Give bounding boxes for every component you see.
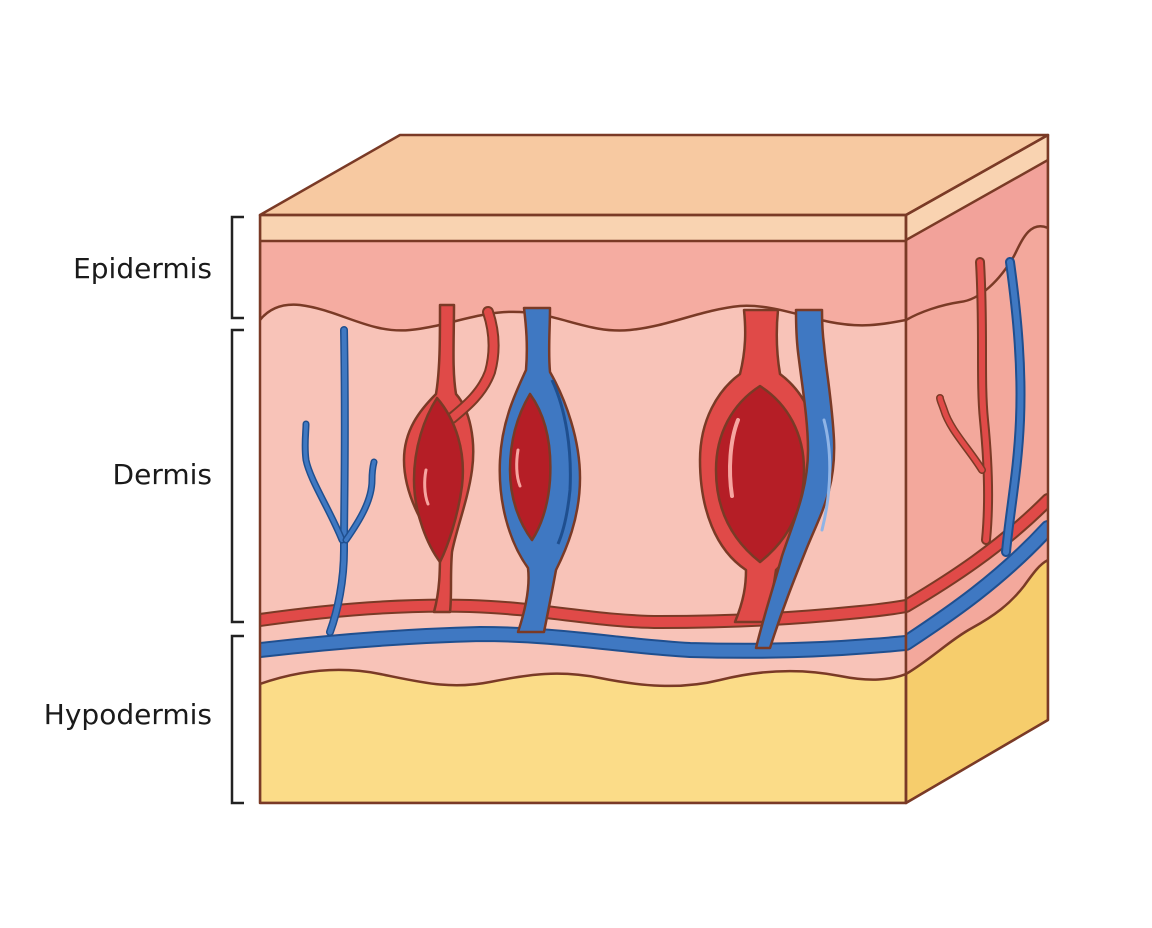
stratum-corneum-band bbox=[260, 215, 906, 243]
dermis-label: Dermis bbox=[113, 458, 212, 491]
hypodermis-layer bbox=[260, 668, 906, 803]
vein-vessel-2 bbox=[498, 306, 582, 634]
epidermis-layer bbox=[260, 215, 906, 332]
epidermis-label: Epidermis bbox=[73, 252, 212, 285]
hypodermis-label: Hypodermis bbox=[44, 698, 212, 731]
artery-vessel-1 bbox=[402, 303, 500, 614]
side-face bbox=[906, 135, 1048, 803]
hypodermis-bracket bbox=[230, 634, 244, 805]
front-face bbox=[260, 215, 906, 803]
dermis-bracket bbox=[230, 328, 244, 624]
side-hypodermis bbox=[906, 558, 1048, 803]
dilated-vessel-3 bbox=[714, 384, 806, 564]
large-vein bbox=[754, 308, 836, 650]
dilated-vessel-2 bbox=[508, 392, 552, 542]
branching-vein-left bbox=[301, 326, 378, 636]
epidermis-bracket bbox=[230, 215, 244, 320]
dilated-vessel-1 bbox=[412, 396, 465, 564]
